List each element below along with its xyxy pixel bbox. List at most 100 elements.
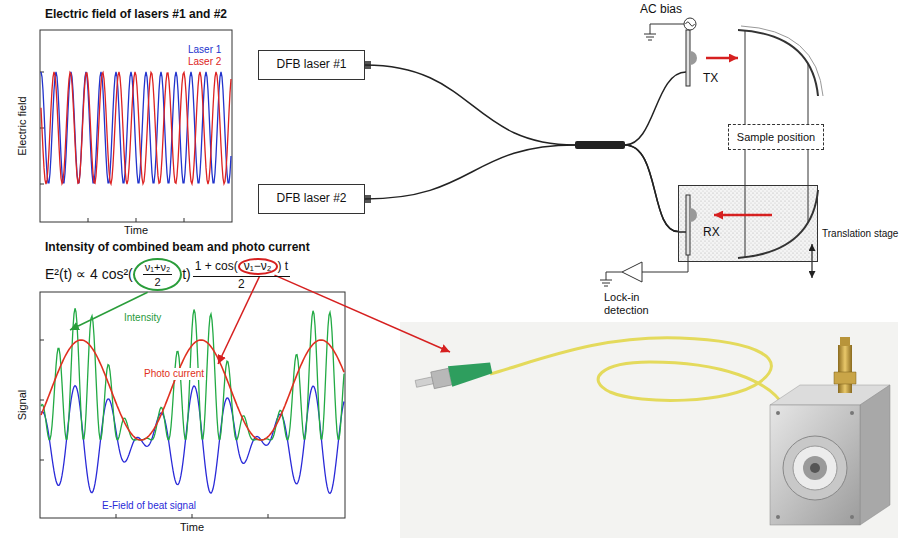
laser-wave xyxy=(41,72,231,184)
formula-text: ν₁+ν₂ xyxy=(145,261,170,273)
axis-label: Electric field xyxy=(16,96,29,155)
plot-frame xyxy=(40,292,345,518)
wire xyxy=(642,255,688,272)
wire xyxy=(650,24,684,34)
ground-symbol xyxy=(600,280,612,286)
formula-part: E²(t) ∝ 4 cos²( xyxy=(45,267,133,282)
node-label: DFB laser #2 xyxy=(276,192,346,206)
ground-bar xyxy=(604,286,608,287)
tick xyxy=(40,184,44,185)
leader-arrow xyxy=(275,275,451,352)
numerator: ν₁+ν₂ xyxy=(143,261,172,275)
ground-bar xyxy=(600,280,612,281)
laser-box: DFB laser #2 xyxy=(258,184,365,214)
formula-text: ) t xyxy=(278,259,289,273)
ac-source xyxy=(686,22,695,26)
tick xyxy=(40,400,44,401)
sample-region: Sample position xyxy=(728,124,824,150)
component-label: Lock-in detection xyxy=(604,291,662,316)
fiber-coupler xyxy=(575,141,625,149)
connector-cap xyxy=(840,337,850,346)
screw xyxy=(776,515,780,519)
beam-arrow xyxy=(714,214,772,217)
wire xyxy=(606,272,622,280)
denominator: 2 xyxy=(238,277,245,291)
bias-connector xyxy=(838,345,852,393)
tick xyxy=(184,218,185,222)
chart-title: Electric field of lasers #1 and #2 xyxy=(45,8,227,22)
plot-frame xyxy=(40,30,232,222)
ground-symbol xyxy=(644,34,656,40)
ground-bar xyxy=(602,283,610,284)
formula-text: t) xyxy=(182,266,191,282)
ac-source xyxy=(684,18,696,30)
tick xyxy=(192,514,193,518)
connector-nut xyxy=(834,372,856,384)
node-label: Translation stage xyxy=(822,228,898,240)
parabolic-mirror xyxy=(741,26,823,96)
plug-boot xyxy=(448,358,493,387)
beam-arrow xyxy=(706,57,738,60)
formula-text: E²(t) ∝ 4 cos²( xyxy=(45,266,133,282)
formula-text: 2 xyxy=(154,276,160,288)
fraction: ν₁+ν₂ 2 xyxy=(143,261,172,288)
axis-label: Signal xyxy=(16,390,29,421)
screw xyxy=(850,411,854,415)
screw xyxy=(776,411,780,415)
node-label: DFB laser #1 xyxy=(276,58,346,72)
curve-label: Photo current xyxy=(142,368,206,380)
optical-fiber xyxy=(365,65,678,232)
legend-label: Laser 1 xyxy=(188,44,221,56)
formula-text: ν₁−ν₂ xyxy=(244,259,272,273)
silicon-lens xyxy=(690,208,697,222)
axis-label: Time xyxy=(124,224,148,237)
formula-text: 1 + cos( xyxy=(195,259,238,273)
highlight-circle: ν₁+ν₂ 2 xyxy=(133,258,182,291)
photo-ground xyxy=(400,322,898,538)
chart-title: Intensity of combined beam and photo cur… xyxy=(45,241,310,255)
receiver-plate xyxy=(686,195,690,255)
formula-text: 2 xyxy=(238,277,245,291)
amplifier xyxy=(622,262,642,282)
formula-part: t) xyxy=(182,267,191,282)
tick xyxy=(268,514,269,518)
intensity-curve xyxy=(41,308,344,440)
leader-arrow xyxy=(218,276,260,364)
formula-part: 1 + cos( xyxy=(195,260,238,273)
optical-fiber xyxy=(625,72,686,145)
stage-fill xyxy=(678,185,818,262)
lens xyxy=(810,463,820,473)
component-label: RX xyxy=(703,226,720,240)
axis-label: Time xyxy=(180,521,204,534)
formula: E²(t) ∝ 4 cos²( ν₁+ν₂ 2 t) 1 + cos( ν₁−ν₂)… xyxy=(45,258,292,291)
lens-holder xyxy=(793,446,837,490)
screw xyxy=(850,515,854,519)
fiber-cable xyxy=(490,338,785,408)
fiber-plug xyxy=(414,358,494,395)
component-label: TX xyxy=(703,72,718,86)
denominator: 2 xyxy=(154,275,160,288)
plug-body xyxy=(431,368,452,388)
tick xyxy=(136,218,137,222)
fraction: 1 + cos( ν₁−ν₂ ) t 2 xyxy=(193,258,290,291)
tick xyxy=(88,218,89,222)
tick xyxy=(116,514,117,518)
housing-front xyxy=(770,405,860,525)
optical-fiber xyxy=(365,145,678,232)
curve-label: Intensity xyxy=(122,312,163,324)
ground-bar xyxy=(648,40,652,41)
parabolic-mirror xyxy=(738,30,818,96)
silicon-lens xyxy=(690,51,697,65)
laser-box: DFB laser #1 xyxy=(258,50,365,80)
lens-holder xyxy=(783,436,847,500)
ground-bar xyxy=(646,37,654,38)
legend-label: Laser 2 xyxy=(188,56,221,68)
numerator: 1 + cos( ν₁−ν₂ ) t xyxy=(193,258,290,277)
lens xyxy=(803,456,827,480)
ground-bar xyxy=(644,34,656,35)
housing-side xyxy=(860,385,890,525)
translation-stage: Translation stage xyxy=(678,185,818,262)
curve-label: E-Field of beat signal xyxy=(100,500,198,512)
